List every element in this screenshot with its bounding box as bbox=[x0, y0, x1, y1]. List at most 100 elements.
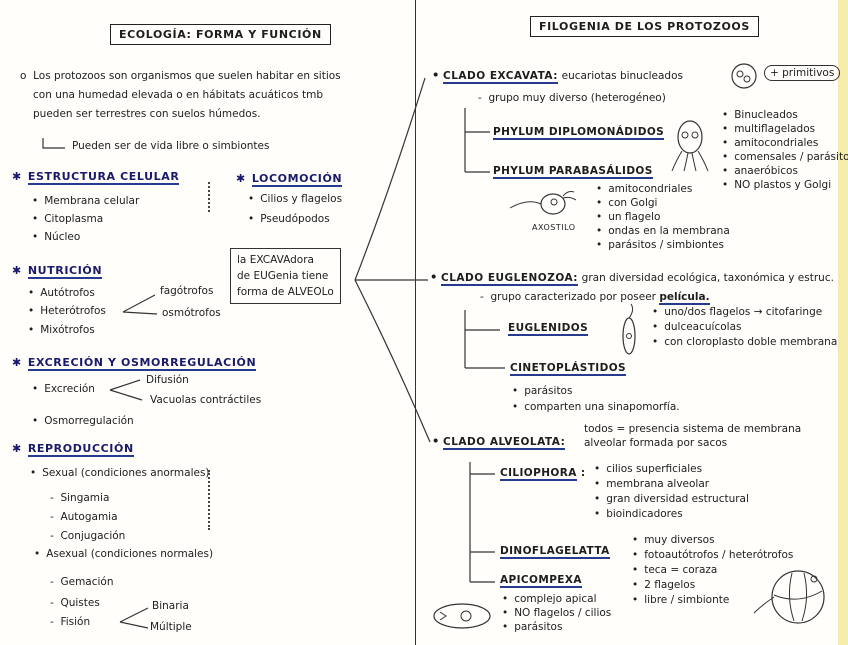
nutricion-item: Mixótrofos bbox=[28, 324, 95, 336]
list-item: con cloroplasto doble membrana bbox=[652, 335, 837, 350]
axostilo-label: AXOSTILO bbox=[532, 223, 576, 232]
phylum-diplomonadidos: PHYLUM DIPLOMONÁDIDOS bbox=[493, 126, 665, 140]
parabasalid-drawing bbox=[509, 191, 577, 215]
list-item: parásitos bbox=[502, 620, 611, 634]
diplomonad-list: Binucleados multiflagelados amitocondria… bbox=[722, 108, 848, 192]
list-item: gran diversidad estructural bbox=[594, 492, 749, 507]
list-item: dulceacuícolas bbox=[652, 320, 837, 335]
intro-line-3: pueden ser terrestres con suelos húmedos… bbox=[33, 108, 261, 120]
list-item: con Golgi bbox=[596, 196, 730, 210]
desc-line: alveolar formada por sacos bbox=[584, 437, 728, 449]
euglenidos-list: uno/dos flagelos → citofaringe dulceacuí… bbox=[652, 305, 837, 350]
binaria: Binaria bbox=[152, 600, 189, 612]
left-page-title: ECOLOGÍA: FORMA Y FUNCIÓN bbox=[110, 24, 331, 45]
asexual-item: - Quistes bbox=[50, 597, 100, 609]
list-item: Binucleados bbox=[722, 108, 848, 122]
apicompexa-label: APICOMPEXA bbox=[500, 574, 582, 588]
sexual-item: - Autogamia bbox=[50, 511, 118, 523]
list-item: bioindicadores bbox=[594, 507, 749, 522]
list-item: comensales / parásitos bbox=[722, 150, 848, 164]
estructura-item: Núcleo bbox=[32, 231, 80, 243]
dotted-separator bbox=[208, 182, 212, 212]
list-item: fotoautótrofos / heterótrofos bbox=[632, 548, 793, 563]
list-item: multiflagelados bbox=[722, 122, 848, 136]
nutricion-item: Heterótrofos bbox=[28, 305, 106, 317]
estructura-title: ✱ESTRUCTURA CELULAR bbox=[12, 170, 180, 185]
reproduccion-title: ✱REPRODUCCIÓN bbox=[12, 442, 134, 457]
diplomonad-drawing bbox=[671, 120, 709, 172]
list-item: libre / simbionte bbox=[632, 593, 793, 608]
multiple: Múltiple bbox=[150, 621, 192, 633]
ciliophora-list: cilios superficiales membrana alveolar g… bbox=[594, 462, 749, 522]
nutricion-item: Autótrofos bbox=[28, 287, 95, 299]
paper-edge bbox=[838, 0, 848, 645]
list-item: un flagelo bbox=[596, 210, 730, 224]
list-item: cilios superficiales bbox=[594, 462, 749, 477]
note-line: de EUGenia tiene bbox=[237, 270, 329, 282]
cinetoplastidos-label: CINETOPLÁSTIDOS bbox=[510, 362, 627, 376]
list-item: ondas en la membrana bbox=[596, 224, 730, 238]
sexual-item: - Singamia bbox=[50, 492, 110, 504]
desc-line: todos = presencia sistema de membrana bbox=[584, 423, 802, 435]
mnemonic-note: la EXCAVAdora de EUGenia tiene forma de … bbox=[230, 248, 341, 304]
estructura-item: Membrana celular bbox=[32, 195, 139, 207]
excavata-group: - grupo muy diverso (heterogéneo) bbox=[478, 92, 666, 104]
list-item: NO plastos y Golgi bbox=[722, 178, 848, 192]
asexual-label: Asexual (condiciones normales) bbox=[34, 548, 213, 560]
alveolata-heading: • CLADO ALVEOLATA: bbox=[432, 434, 566, 450]
dotted-separator bbox=[208, 470, 212, 530]
note-line: la EXCAVAdora bbox=[237, 254, 314, 266]
right-page-title: FILOGENIA DE LOS PROTOZOOS bbox=[530, 16, 759, 37]
locomocion-item: Cilios y flagelos bbox=[248, 193, 342, 205]
apicompexa-list: complejo apical NO flagelos / cilios par… bbox=[502, 592, 611, 634]
vacuolas: Vacuolas contráctiles bbox=[150, 394, 262, 406]
list-item: amitocondriales bbox=[722, 136, 848, 150]
list-item: parásitos bbox=[512, 383, 680, 399]
list-item: NO flagelos / cilios bbox=[502, 606, 611, 620]
list-item: teca = coraza bbox=[632, 563, 793, 578]
page-divider bbox=[415, 0, 417, 645]
excavata-heading: • CLADO EXCAVATA: eucariotas binucleados bbox=[432, 68, 683, 84]
note-line: forma de ALVEOLo bbox=[237, 286, 334, 298]
phylum-parabasalidos: PHYLUM PARABASÁLIDOS bbox=[493, 165, 653, 179]
list-item: amitocondriales bbox=[596, 182, 730, 196]
asexual-item: - Gemación bbox=[50, 576, 114, 588]
list-item: 2 flagelos bbox=[632, 578, 793, 593]
ciliophora-label: CILIOPHORA : bbox=[500, 467, 586, 481]
euglenidos-label: EUGLENIDOS bbox=[508, 322, 589, 336]
nutricion-title: ✱NUTRICIÓN bbox=[12, 264, 103, 279]
list-item: parásitos / simbiontes bbox=[596, 238, 730, 252]
apicomplexa-drawing bbox=[433, 603, 491, 629]
osmotrofos: osmótrofos bbox=[162, 307, 221, 319]
intro-line-1: o Los protozoos son organismos que suele… bbox=[20, 70, 341, 82]
dinoflagellate-drawing bbox=[753, 570, 825, 624]
sexual-label: Sexual (condiciones anormales) bbox=[30, 467, 209, 479]
euglenozoa-heading: • CLADO EUGLENOZOA: gran diversidad ecol… bbox=[430, 270, 834, 286]
dinoflagelatta-list: muy diversos fotoautótrofos / heterótrof… bbox=[632, 533, 793, 608]
parabasalid-list: amitocondriales con Golgi un flagelo ond… bbox=[596, 182, 730, 252]
binucleate-cell-icon bbox=[731, 63, 757, 89]
osmorregulacion: Osmorregulación bbox=[32, 415, 134, 427]
alveolata-desc: todos = presencia sistema de membrana al… bbox=[584, 422, 801, 450]
excrecion-title: ✱EXCRECIÓN Y OSMORREGULACIÓN bbox=[12, 356, 257, 371]
dinoflagelatta-label: DINOFLAGELATTA bbox=[500, 545, 610, 559]
intro-arrow-text: Pueden ser de vida libre o simbiontes bbox=[72, 140, 270, 152]
list-item: comparten una sinapomorfía. bbox=[512, 399, 679, 415]
list-item: uno/dos flagelos → citofaringe bbox=[652, 305, 837, 320]
excrecion-label: Excreción bbox=[32, 383, 95, 395]
locomocion-item: Pseudópodos bbox=[248, 213, 329, 225]
list-item: membrana alveolar bbox=[594, 477, 749, 492]
primitive-badge: + primitivos bbox=[764, 65, 841, 81]
estructura-item: Citoplasma bbox=[32, 213, 103, 225]
euglenozoa-group: - grupo caracterizado por poseer películ… bbox=[480, 291, 710, 305]
euglena-drawing bbox=[622, 303, 636, 355]
intro-line-2: con una humedad elevada o en hábitats ac… bbox=[33, 89, 324, 101]
sexual-item: - Conjugación bbox=[50, 530, 126, 542]
list-item: complejo apical bbox=[502, 592, 611, 606]
difusion: Difusión bbox=[146, 374, 189, 386]
fagotrofos: fagótrofos bbox=[160, 285, 214, 297]
cinetoplastidos-list: parásitos comparten una sinapomorfía. bbox=[512, 383, 680, 415]
locomocion-title: ✱LOCOMOCIÓN bbox=[236, 172, 343, 187]
asexual-item: - Fisión bbox=[50, 616, 91, 628]
